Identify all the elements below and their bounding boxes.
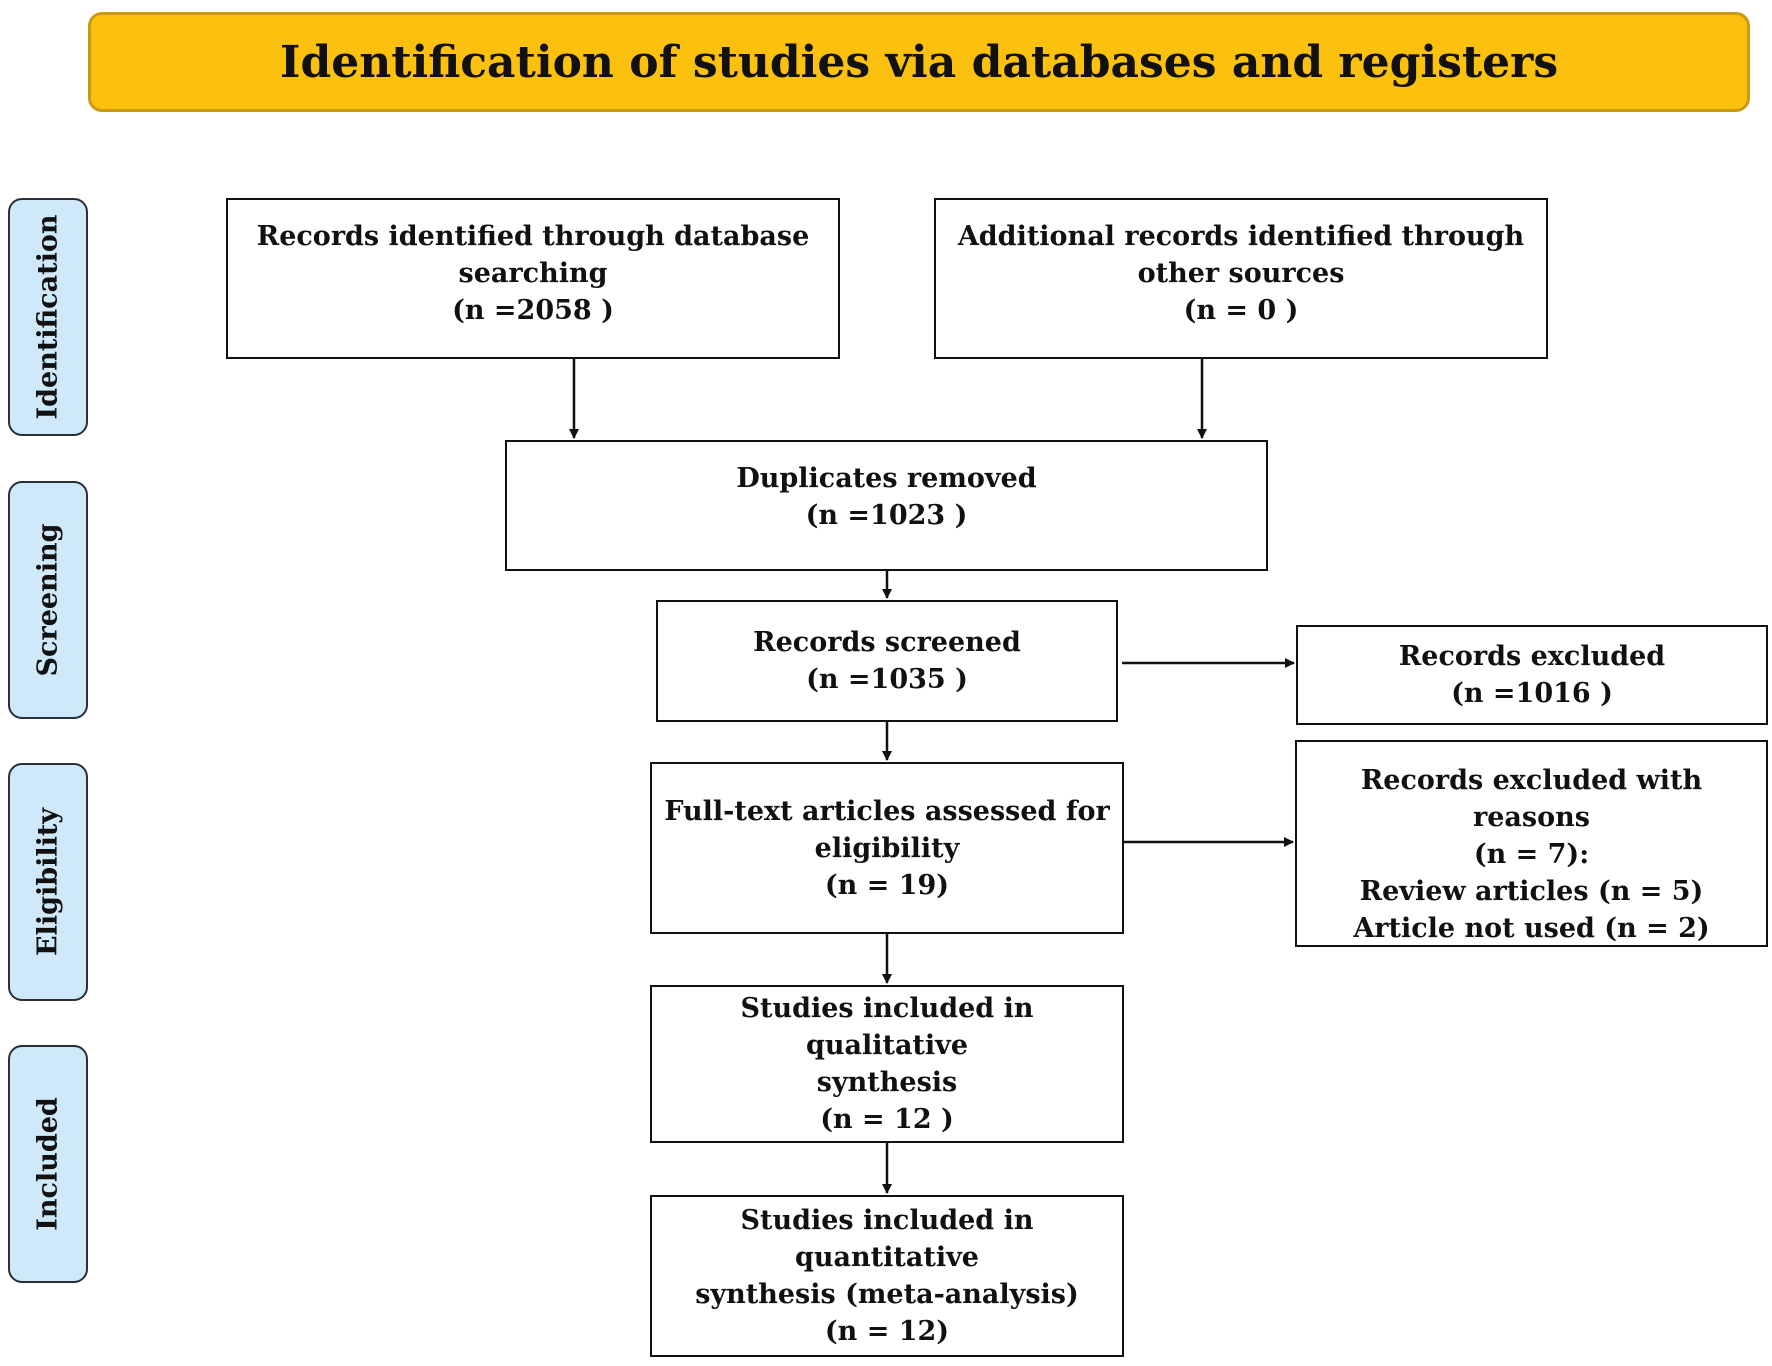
other-sources-line1: Additional records identified through bbox=[957, 221, 1525, 252]
fulltext-assessed-line1: Full-text articles assessed for bbox=[664, 795, 1110, 827]
database-records-line2: searching bbox=[458, 258, 608, 289]
excluded-reasons-line1: Records excluded with reasons bbox=[1360, 765, 1703, 833]
excluded-reasons-box: Records excluded with reasons (n = 7): R… bbox=[1295, 740, 1768, 947]
database-records-count: (n =2058 ) bbox=[452, 295, 614, 326]
records-excluded-line1: Records excluded bbox=[1398, 641, 1666, 672]
records-screened-line1: Records screened bbox=[753, 627, 1021, 658]
stage-screening: Screening bbox=[8, 481, 88, 719]
excluded-reasons-count: (n = 7): bbox=[1473, 839, 1590, 870]
excluded-reasons-not-used: Article not used (n = 2) bbox=[1353, 913, 1710, 944]
quantitative-synthesis-box: Studies included in quantitative synthes… bbox=[650, 1195, 1124, 1357]
quantitative-synthesis-line2: synthesis (meta-analysis) bbox=[695, 1279, 1079, 1310]
fulltext-assessed-line2: eligibility bbox=[814, 832, 960, 864]
records-screened-count: (n =1035 ) bbox=[806, 664, 968, 695]
database-records-line1: Records identified through database bbox=[256, 221, 810, 252]
qualitative-synthesis-line1: Studies included in qualitative bbox=[740, 993, 1034, 1061]
stage-identification: Identification bbox=[8, 198, 88, 436]
fulltext-assessed-count: (n = 19) bbox=[824, 869, 950, 901]
fulltext-assessed-box: Full-text articles assessed for eligibil… bbox=[650, 762, 1124, 934]
duplicates-removed-line1: Duplicates removed bbox=[736, 463, 1037, 494]
other-sources-line2: other sources bbox=[1137, 258, 1345, 289]
qualitative-synthesis-box: Studies included in qualitative synthesi… bbox=[650, 985, 1124, 1143]
quantitative-synthesis-count: (n = 12) bbox=[824, 1316, 950, 1347]
stage-included: Included bbox=[8, 1045, 88, 1283]
excluded-reasons-review: Review articles (n = 5) bbox=[1359, 876, 1704, 907]
database-records-box: Records identified through database sear… bbox=[226, 198, 840, 359]
header-banner: Identification of studies via databases … bbox=[88, 12, 1750, 112]
qualitative-synthesis-count: (n = 12 ) bbox=[820, 1104, 954, 1135]
records-excluded-box: Records excluded (n =1016 ) bbox=[1296, 625, 1768, 725]
other-sources-box: Additional records identified through ot… bbox=[934, 198, 1548, 359]
stage-eligibility: Eligibility bbox=[8, 763, 88, 1001]
other-sources-count: (n = 0 ) bbox=[1183, 295, 1299, 326]
duplicates-removed-box: Duplicates removed (n =1023 ) bbox=[505, 440, 1268, 571]
quantitative-synthesis-line1: Studies included in quantitative bbox=[740, 1205, 1034, 1273]
duplicates-removed-count: (n =1023 ) bbox=[805, 500, 968, 531]
records-excluded-count: (n =1016 ) bbox=[1451, 678, 1613, 709]
qualitative-synthesis-line2: synthesis bbox=[816, 1067, 958, 1098]
records-screened-box: Records screened (n =1035 ) bbox=[656, 600, 1118, 722]
banner-title: Identification of studies via databases … bbox=[279, 36, 1559, 88]
